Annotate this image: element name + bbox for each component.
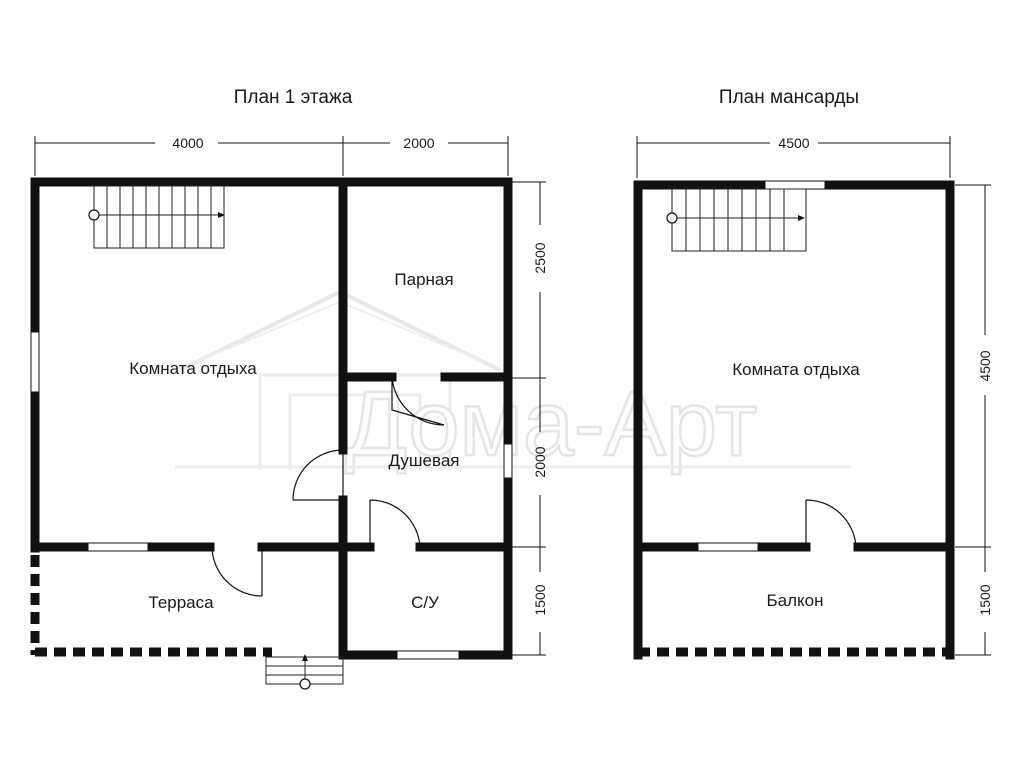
window-rest-bottom — [87, 542, 149, 552]
room-rest: Комната отдыха — [129, 359, 257, 378]
room-shower: Душевая — [389, 451, 460, 470]
attic-right-dimension: 4500 1500 — [955, 184, 993, 656]
door-wc — [369, 499, 421, 548]
attic-windows — [697, 180, 826, 552]
dim-4000: 4000 — [172, 135, 203, 151]
attic-walls — [633, 180, 955, 660]
dim-2500: 2500 — [532, 242, 548, 273]
attic-room-balcony: Балкон — [766, 591, 823, 610]
first-floor-doors — [211, 376, 445, 597]
door-terrace — [211, 546, 263, 597]
watermark-text: Дома-Арт — [345, 373, 757, 475]
dim-2000: 2000 — [403, 135, 434, 151]
window-left — [30, 331, 40, 393]
attic-door-balcony — [805, 499, 857, 548]
first-floor-plan: План 1 этажа 4000 2000 2500 2000 1500 — [30, 87, 548, 690]
entry-steps — [265, 654, 344, 690]
attic-dim-4500: 4500 — [778, 135, 809, 151]
attic-dim-1500: 1500 — [977, 584, 993, 615]
dim-1500: 1500 — [532, 584, 548, 615]
attic-top-dimension: 4500 — [636, 135, 951, 178]
dim-2000-vertical: 2000 — [532, 446, 548, 477]
room-steam: Парная — [394, 270, 453, 289]
attic-staircase — [666, 188, 807, 252]
first-floor-top-dimension: 4000 2000 — [34, 135, 509, 176]
room-wc: С/У — [411, 593, 439, 612]
door-rest-room — [292, 449, 344, 501]
attic-window-bottom — [697, 542, 759, 552]
attic-dim-4500-vertical: 4500 — [977, 350, 993, 381]
attic-window-top — [764, 180, 826, 190]
window-wc — [396, 650, 460, 660]
room-terrace: Терраса — [148, 593, 214, 612]
door-steam-room — [391, 376, 445, 426]
window-shower — [503, 443, 513, 479]
first-floor-right-dimension: 2500 2000 1500 — [510, 181, 548, 656]
watermark-logo: Дома-Арт — [175, 289, 850, 476]
first-floor-staircase — [88, 185, 225, 249]
first-floor-title: План 1 этажа — [234, 87, 353, 108]
first-floor-windows — [30, 331, 513, 660]
attic-room-rest: Комната отдыха — [732, 360, 860, 379]
attic-plan: План мансарды 4500 4500 1500 — [633, 87, 993, 660]
attic-title: План мансарды — [719, 87, 859, 108]
